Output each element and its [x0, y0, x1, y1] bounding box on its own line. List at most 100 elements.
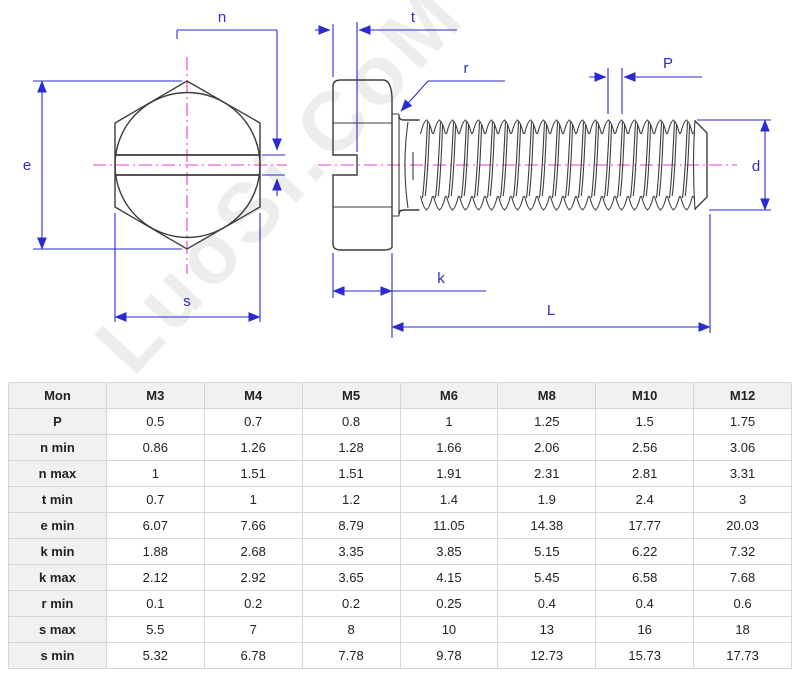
dimension-s: s: [114, 213, 261, 322]
table-cell: 7.68: [693, 564, 792, 591]
table-cell: 8.79: [301, 512, 401, 539]
table-cell: 0.6: [693, 590, 792, 617]
column-header: M12: [693, 382, 792, 409]
washer-face: [392, 113, 400, 217]
dimension-P: P: [589, 55, 702, 114]
table-cell: 5.32: [105, 642, 205, 669]
hex-outline: [114, 80, 261, 250]
table-cell: 0.25: [399, 590, 499, 617]
table-cell: 2.4: [595, 486, 695, 513]
table-cell: 0.1: [105, 590, 205, 617]
table-cell: 1.9: [497, 486, 597, 513]
row-label: n max: [8, 460, 107, 487]
slot-front: [115, 154, 260, 176]
table-cell: 0.86: [105, 434, 205, 461]
table-cell: 0.7: [203, 408, 303, 435]
table-cell: 12.73: [497, 642, 597, 669]
table-cell: 3: [693, 486, 792, 513]
table-cell: 6.58: [595, 564, 695, 591]
column-header: M10: [595, 382, 695, 409]
table-cell: 1.75: [693, 408, 792, 435]
row-label: k max: [8, 564, 107, 591]
dim-label-L: L: [547, 302, 555, 319]
column-header: M6: [399, 382, 499, 409]
table-cell: 6.22: [595, 538, 695, 565]
table-cell: 17.77: [595, 512, 695, 539]
table-cell: 7.66: [203, 512, 303, 539]
table-cell: 3.85: [399, 538, 499, 565]
table-cell: 1: [105, 460, 205, 487]
dimension-d: d: [697, 119, 771, 211]
table-cell: 8: [301, 616, 401, 643]
table-cell: 2.12: [105, 564, 205, 591]
table-cell: 1.4: [399, 486, 499, 513]
threads: [420, 119, 695, 211]
table-cell: 0.2: [301, 590, 401, 617]
row-label: n min: [8, 434, 107, 461]
table-cell: 2.92: [203, 564, 303, 591]
dim-label-d: d: [752, 158, 760, 175]
table-cell: 0.4: [497, 590, 597, 617]
dimension-e: e: [23, 80, 182, 250]
table-cell: 18: [693, 616, 792, 643]
table-cell: 0.7: [105, 486, 205, 513]
technical-drawing: LuoSi.CoM n e: [23, 0, 771, 378]
row-label: k min: [8, 538, 107, 565]
table-cell: 7.32: [693, 538, 792, 565]
table-cell: 0.8: [301, 408, 401, 435]
table-cell: 14.38: [497, 512, 597, 539]
table-cell: 7: [203, 616, 303, 643]
tip-chamfer-arc: [692, 119, 696, 211]
head-side-outline: [332, 79, 393, 251]
table-cell: 4.15: [399, 564, 499, 591]
dim-label-s: s: [183, 293, 191, 310]
table-cell: 1.91: [399, 460, 499, 487]
column-header: M4: [203, 382, 303, 409]
dimension-n: n: [176, 9, 285, 196]
table-cell: 0.2: [203, 590, 303, 617]
table-cell: 7.78: [301, 642, 401, 669]
table-cell: 3.31: [693, 460, 792, 487]
row-label: e min: [8, 512, 107, 539]
table-cell: 15.73: [595, 642, 695, 669]
table-cell: 1.2: [301, 486, 401, 513]
table-cell: 16: [595, 616, 695, 643]
table-cell: 1.25: [497, 408, 597, 435]
dimension-t: t: [315, 9, 457, 152]
table-cell: 10: [399, 616, 499, 643]
table-cell: 1.51: [203, 460, 303, 487]
table-cell: 1: [399, 408, 499, 435]
table-cell: 2.81: [595, 460, 695, 487]
bolt-drawing-svg: LuoSi.CoM n e: [23, 0, 771, 378]
table-cell: 0.5: [105, 408, 205, 435]
table-cell: 2.06: [497, 434, 597, 461]
table-cell: 1.66: [399, 434, 499, 461]
column-header: M5: [301, 382, 401, 409]
table-cell: 17.73: [693, 642, 792, 669]
table-cell: 13: [497, 616, 597, 643]
tip-chamfer: [694, 120, 708, 210]
slot-side-notch: [332, 154, 358, 176]
dim-label-n: n: [218, 9, 226, 26]
row-label: s max: [8, 616, 107, 643]
table-cell: 1.28: [301, 434, 401, 461]
table-cell: 5.5: [105, 616, 205, 643]
dim-label-P: P: [663, 55, 673, 72]
front-view: [93, 57, 287, 274]
column-header: M3: [105, 382, 205, 409]
table-cell: 1.88: [105, 538, 205, 565]
dimension-r: r: [400, 60, 505, 112]
dimension-k: k: [332, 253, 486, 338]
table-cell: 2.56: [595, 434, 695, 461]
table-cell: 11.05: [399, 512, 499, 539]
row-label: P: [8, 408, 107, 435]
